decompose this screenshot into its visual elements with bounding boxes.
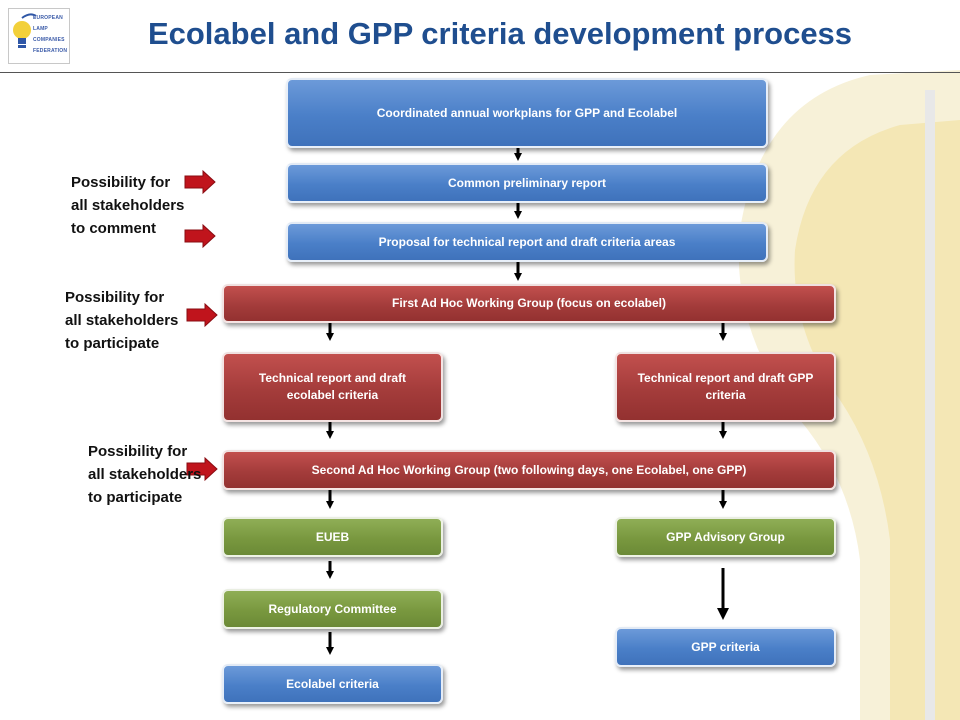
logo-text-line-3: COMPANIES xyxy=(33,37,65,43)
red-arrow-participate-1 xyxy=(186,302,218,328)
box-proposal-technical-report: Proposal for technical report and draft … xyxy=(286,222,768,262)
box-coordinated-workplans: Coordinated annual workplans for GPP and… xyxy=(286,78,768,148)
page-title: Ecolabel and GPP criteria development pr… xyxy=(147,16,853,51)
box-gpp-criteria: GPP criteria xyxy=(615,627,836,667)
logo-text-line-1: EUROPEAN xyxy=(33,15,63,21)
note-participate-second: Possibility for all stakeholders to part… xyxy=(88,443,202,506)
red-arrow-participate-2 xyxy=(186,456,218,482)
red-arrow-comment-1 xyxy=(184,169,216,195)
box-ecolabel-criteria: Ecolabel criteria xyxy=(222,664,443,704)
note-participate-first: Possibility for all stakeholders to part… xyxy=(65,289,179,352)
note-comment: Possibility for all stakeholders to comm… xyxy=(71,174,185,237)
box-regulatory-committee: Regulatory Committee xyxy=(222,589,443,629)
federation-logo: EUROPEAN LAMP COMPANIES FEDERATION xyxy=(8,8,70,64)
box-gpp-advisory-group: GPP Advisory Group xyxy=(615,517,836,557)
box-technical-report-ecolabel: Technical report and draft ecolabel crit… xyxy=(222,352,443,422)
logo-text-line-2: LAMP xyxy=(33,26,48,32)
lamp-bulb-icon xyxy=(8,8,70,64)
box-eueb: EUEB xyxy=(222,517,443,557)
logo-text-line-4: FEDERATION xyxy=(33,48,68,54)
box-first-ad-hoc-working-group: First Ad Hoc Working Group (focus on eco… xyxy=(222,284,836,323)
box-technical-report-gpp: Technical report and draft GPP criteria xyxy=(615,352,836,422)
red-arrow-comment-2 xyxy=(184,223,216,249)
box-second-ad-hoc-working-group: Second Ad Hoc Working Group (two followi… xyxy=(222,450,836,490)
title-divider xyxy=(0,72,960,73)
box-common-preliminary-report: Common preliminary report xyxy=(286,163,768,203)
